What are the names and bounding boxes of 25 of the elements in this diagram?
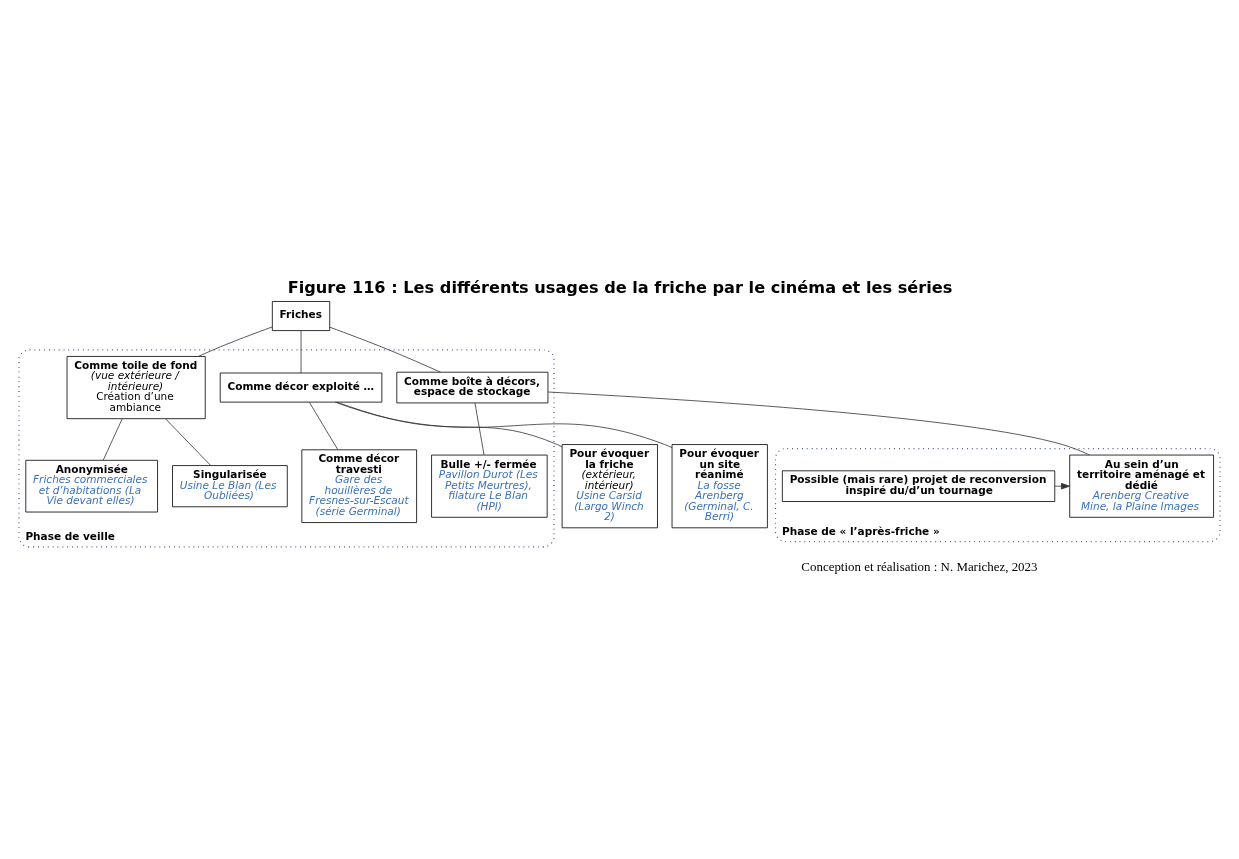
node-box: Bulle +/- fermée Pavillon Durot (Les Petits Meurtres), filature Le Blan (HPI) (431, 454, 548, 518)
node-box: Friches (271, 300, 331, 331)
connector (102, 417, 123, 461)
node-box: Comme toile de fond (vue extérieure / intérieure) Création d’une ambiance (66, 355, 206, 419)
node-box: Pour évoquer la friche (extérieur, intérieur) Usine Carsid (Largo Winch 2) (561, 443, 658, 528)
connector (336, 401, 563, 447)
node-box: Singularisée Usine Le Blan (Les Oubliées) (172, 464, 288, 507)
node-box: Possible (mais rare) projet de reconversion inspiré du/d’un tournage (781, 469, 1056, 502)
connector (547, 391, 1090, 455)
connector (308, 401, 339, 450)
connector (300, 329, 302, 373)
node-box: Comme boîte à décors, espace de stockage (396, 371, 549, 403)
diagram-title: Figure 116 : Les différents usages de la friche par le cinéma et les séries (287, 277, 953, 297)
connector (165, 417, 212, 466)
caption: Conception et réalisation : N. Marichez, 2023 (801, 558, 1038, 574)
connector (334, 401, 673, 448)
node-box: Anonymisée Friches commerciales et d’habitations (La Vie devant elles) (25, 459, 158, 512)
connector (329, 326, 441, 373)
node-box: Comme décor exploité … (219, 372, 383, 402)
connector (197, 326, 273, 357)
arrow (1054, 482, 1070, 489)
node-box: Comme décor travesti Gare des houillères de Fresnes-sur-Escaut (série Germinal) (301, 448, 418, 523)
connector (474, 402, 485, 455)
node-box: Au sein d’un territoire aménagé et dédié Arenberg Creative Mine, la Plaine Images (1069, 454, 1214, 518)
node-box: Pour évoquer un site réanimé La fosse Arenberg (Germinal, C. Berri) (671, 443, 768, 528)
